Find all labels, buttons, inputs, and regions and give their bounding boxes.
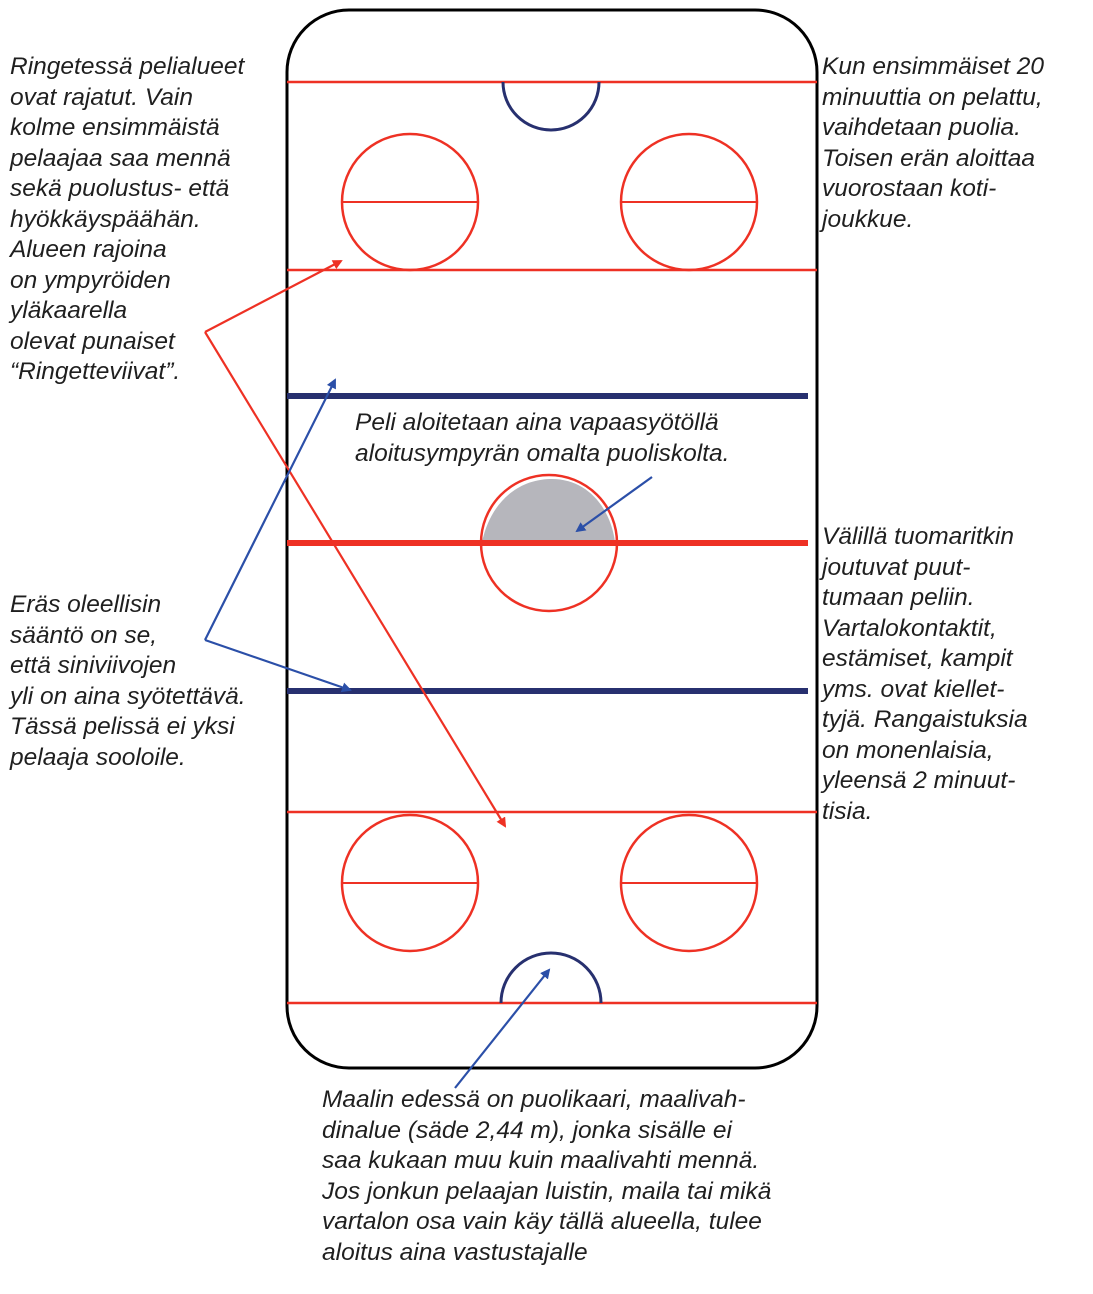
faceoff-circle-bottom-left: [340, 813, 480, 953]
faceoff-circle-top-left: [340, 132, 480, 272]
note-playing-zones: Ringetessä pelialueet ovat rajatut. Vain…: [10, 53, 245, 385]
note-blue-line-rule: Eräs oleellisin sääntö on se, että siniv…: [10, 591, 246, 771]
faceoff-circle-bottom-right: [619, 813, 759, 953]
goal-crease-top: [501, 81, 601, 132]
note-free-pass-start: Peli aloitetaan aina vapaasyötöllä aloit…: [355, 409, 730, 467]
blue-arrow-to-center-half: [575, 476, 653, 533]
note-penalties: Välillä tuomaritkin joutuvat puut- tumaa…: [822, 523, 1028, 825]
blue-arrow-to-top-blue-line: [204, 378, 336, 641]
goal-crease-bottom: [499, 951, 603, 1004]
note-goal-crease: Maalin edessä on puolikaari, maalivah- d…: [322, 1086, 772, 1266]
note-switch-halves: Kun ensimmäiset 20 minuuttia on pelattu,…: [822, 53, 1044, 233]
red-arrow-ringette-lines: [204, 260, 343, 333]
red-arrow-to-bottom-line: [204, 331, 507, 828]
faceoff-circle-top-right: [619, 132, 759, 272]
blue-arrow-to-bottom-blue-line: [204, 638, 352, 693]
blue-arrow-to-crease: [454, 968, 551, 1089]
